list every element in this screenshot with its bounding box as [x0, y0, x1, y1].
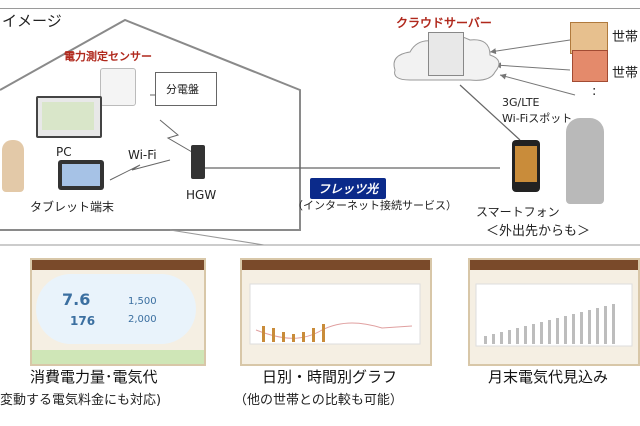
diagram-title: イメージ [2, 12, 62, 30]
smartphone-label: スマートフォン [476, 205, 560, 219]
smartphone-sublabel: ＜外出先からも＞ [486, 224, 591, 239]
screen-graph-chart [249, 283, 421, 345]
subcaption-graph: （他の世帯との比較も可能） [234, 393, 403, 408]
flets-logo: フレッツ光 [310, 178, 387, 199]
caption-usage: 消費電力量･電気代 [30, 368, 158, 386]
screen-usage-value-today: 7.6 [62, 290, 91, 309]
panel-label: 分電盤 [166, 83, 199, 96]
screen-usage-header [32, 260, 204, 270]
house-outline [0, 18, 301, 231]
sensor-label: 電力測定センサー [64, 50, 152, 63]
screen-forecast-header [470, 260, 638, 270]
pc-icon [36, 96, 102, 138]
household-icon-2 [572, 50, 608, 82]
screen-graph [240, 258, 432, 366]
screen-usage-panel [36, 274, 196, 344]
tablet-screen [62, 164, 100, 186]
mobile-label-2: Wi-Fiスポット [502, 112, 573, 125]
screen-forecast-chart [475, 283, 633, 347]
cloud-server-label: クラウドサーバー [396, 16, 492, 30]
person-child-icon [2, 140, 24, 192]
screen-usage-ground [32, 350, 204, 364]
wifi-bolt-2 [109, 159, 171, 181]
household-arrow-2 [494, 62, 571, 71]
sensor-device-icon [100, 68, 136, 106]
wifi-label: Wi-Fi [128, 148, 157, 162]
mobile-label-1: 3G/LTE [502, 96, 540, 109]
pc-screen [42, 102, 94, 130]
household-ellipsis: : [592, 84, 597, 99]
household-arrow-1 [489, 39, 571, 55]
screen-forecast [468, 258, 640, 366]
caption-forecast: 月末電気代見込み [488, 368, 609, 386]
screen-usage: 7.6 1,500 176 2,000 [30, 258, 206, 366]
household-label-2: 世帯 [612, 66, 639, 81]
pc-label: PC [56, 145, 72, 159]
caption-graph: 日別・時間別グラフ [262, 368, 398, 386]
smartphone-icon [512, 140, 540, 192]
household-arrow-3 [499, 73, 576, 96]
screen-usage-value-month: 1,500 [128, 296, 157, 307]
frame-top-border [0, 8, 640, 9]
baseline-bevel [169, 229, 265, 246]
person-businessman-icon [566, 118, 604, 204]
server-icon [428, 32, 464, 76]
hgw-label: HGW [186, 188, 217, 202]
household-label-1: 世帯 [612, 30, 639, 45]
wifi-bolt-1 [159, 119, 193, 153]
flets-caption: （インターネット接続サービス） [292, 199, 457, 212]
smartphone-screen [515, 146, 537, 182]
distribution-panel: 分電盤 [155, 72, 217, 106]
cloud-phone-line [459, 84, 521, 141]
screen-usage-value-month2: 2,000 [128, 314, 157, 325]
tablet-label: タブレット端末 [30, 200, 115, 214]
subcaption-usage: 変動する電気料金にも対応) [0, 393, 162, 408]
screen-usage-value-day: 176 [70, 314, 96, 328]
tablet-icon [58, 160, 104, 190]
hgw-device-icon [191, 145, 205, 179]
screen-graph-header [242, 260, 430, 270]
